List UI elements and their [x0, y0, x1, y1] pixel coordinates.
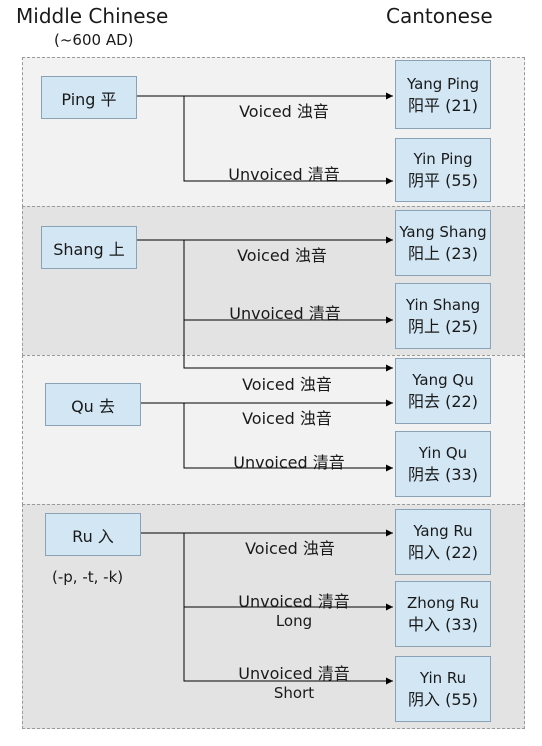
edge-shang-yang-qu [183, 320, 393, 372]
edge-label-ru-unvoiced-long-sub: Long [275, 612, 313, 630]
target-zhong-ru-name: Zhong Ru [406, 594, 479, 612]
edge-label-ru-voiced: Voiced 浊音 [245, 539, 335, 558]
source-ping-label: Ping 平 [61, 89, 117, 109]
source-qu-label: Qu 去 [71, 396, 115, 416]
source-shang-label: Shang 上 [53, 239, 125, 259]
edge-label-ru-unvoiced-long: Unvoiced 清音 Long [238, 588, 349, 630]
target-yang-shang-name: Yang Shang [399, 223, 487, 241]
edge-qu-yin-qu [183, 403, 393, 472]
target-yang-ru: Yang Ru 阳入 (22) [395, 509, 491, 575]
target-yin-ru-name: Yin Ru [419, 669, 467, 687]
edge-label-shang-voiced: Voiced 浊音 [237, 246, 327, 265]
edge-label-qu-unvoiced: Unvoiced 清音 [233, 453, 345, 472]
target-yang-qu-chinese: 阳去 (22) [408, 392, 478, 411]
target-yang-qu: Yang Qu 阳去 (22) [395, 358, 491, 424]
target-yin-qu-chinese: 阴去 (33) [408, 465, 478, 484]
target-yin-qu-name: Yin Qu [418, 444, 468, 462]
source-ru-label: Ru 入 [72, 526, 114, 546]
target-yang-shang-chinese: 阳上 (23) [408, 244, 478, 263]
edge-ru-yin-ru [183, 607, 393, 685]
target-yin-ru: Yin Ru 阴入 (55) [395, 656, 491, 722]
edge-label-qu-voiced: Voiced 浊音 [242, 409, 332, 428]
target-yang-ru-name: Yang Ru [413, 522, 473, 540]
target-zhong-ru: Zhong Ru 中入 (33) [395, 581, 491, 647]
target-yin-qu: Yin Qu 阴去 (33) [395, 431, 491, 497]
edge-label-ru-unvoiced-short: Unvoiced 清音 Short [238, 660, 349, 702]
edge-label-ping-unvoiced: Unvoiced 清音 [228, 165, 340, 184]
target-yin-shang: Yin Shang 阴上 (25) [395, 283, 491, 349]
target-yin-ping-name: Yin Ping [413, 150, 473, 168]
target-yang-ping-chinese: 阳平 (21) [408, 95, 478, 115]
middle-chinese-date: (~600 AD) [54, 31, 134, 49]
edge-label-ru-unvoiced-short-main: Unvoiced 清音 [238, 664, 350, 683]
target-yin-ping-chinese: 阴平 (55) [408, 171, 478, 190]
target-yin-shang-name: Yin Shang [405, 296, 481, 314]
target-yang-ru-chinese: 阳入 (22) [408, 543, 478, 562]
middle-chinese-title: Middle Chinese [16, 4, 169, 28]
target-yang-qu-name: Yang Qu [412, 371, 474, 389]
edge-label-shang-voiced-qu: Voiced 浊音 [242, 375, 332, 394]
edge-label-shang-unvoiced: Unvoiced 清音 [229, 304, 341, 323]
ru-coda-note: (-p, -t, -k) [52, 568, 124, 586]
edge-label-ping-voiced: Voiced 浊音 [239, 102, 329, 121]
edge-label-ru-unvoiced-short-sub: Short [273, 684, 315, 702]
source-qu: Qu 去 [45, 383, 141, 426]
target-yang-ping: Yang Ping 阳平 (21) [395, 60, 491, 129]
target-yang-ping-name: Yang Ping [407, 74, 479, 93]
target-yin-ru-chinese: 阴入 (55) [408, 690, 478, 709]
edge-ping-yin-ping [183, 96, 393, 185]
source-ru: Ru 入 [45, 513, 141, 556]
target-yin-ping: Yin Ping 阴平 (55) [395, 138, 491, 202]
source-ping: Ping 平 [41, 76, 137, 119]
cantonese-title: Cantonese [386, 4, 493, 28]
source-shang: Shang 上 [41, 226, 137, 269]
edge-label-ru-unvoiced-long-main: Unvoiced 清音 [238, 592, 350, 611]
target-zhong-ru-chinese: 中入 (33) [408, 615, 478, 634]
target-yin-shang-chinese: 阴上 (25) [408, 317, 478, 336]
target-yang-shang: Yang Shang 阳上 (23) [395, 210, 491, 276]
